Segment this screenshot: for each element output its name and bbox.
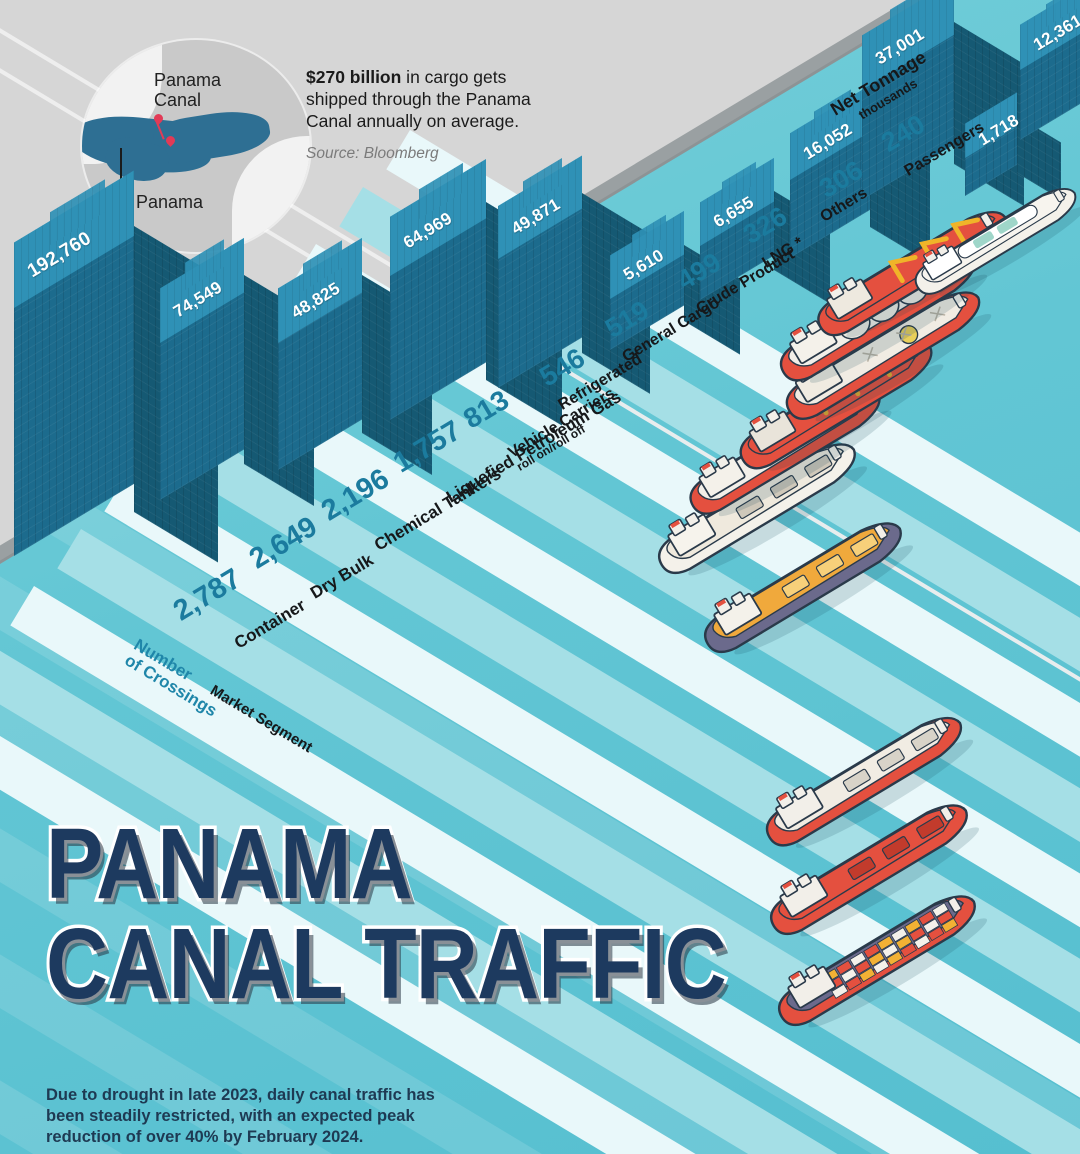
ship-lpg-carrier [674,476,937,696]
map-title: Panama Canal [154,70,221,110]
ship-cruise-ship [891,152,1080,328]
ship-vehicle-carrier [629,398,891,616]
headline-rest: in cargo gets shipped through the Panama… [306,67,531,131]
page-title-line1: PANAMA [43,808,416,920]
map-title-line2: Canal [154,90,202,110]
page-title-line2: CANAL TRAFFIC [43,908,730,1020]
footnote-part2: by February 2024. [218,1128,364,1146]
headline-strong: $270 billion [306,67,402,87]
footnote-part1: Due to drought in late 2023, daily canal… [46,1086,435,1146]
footnote-emphasis: over 40% [145,1128,219,1146]
map-landmass-south [232,136,310,252]
ship-crude-tanker [758,249,1014,460]
map-capital-label: Panama [136,192,204,212]
footnote-text: Due to drought in late 2023, daily canal… [46,1085,476,1148]
source-attribution: Source: Bloomberg [306,145,439,162]
headline-text: $270 billion in cargo gets shipped throu… [306,66,572,132]
ship-container-ship [747,847,1013,1072]
ship-bulk-carrier [740,758,1003,978]
map-title-line1: Panama [154,70,222,90]
ship-chemical-tanker [737,672,997,887]
